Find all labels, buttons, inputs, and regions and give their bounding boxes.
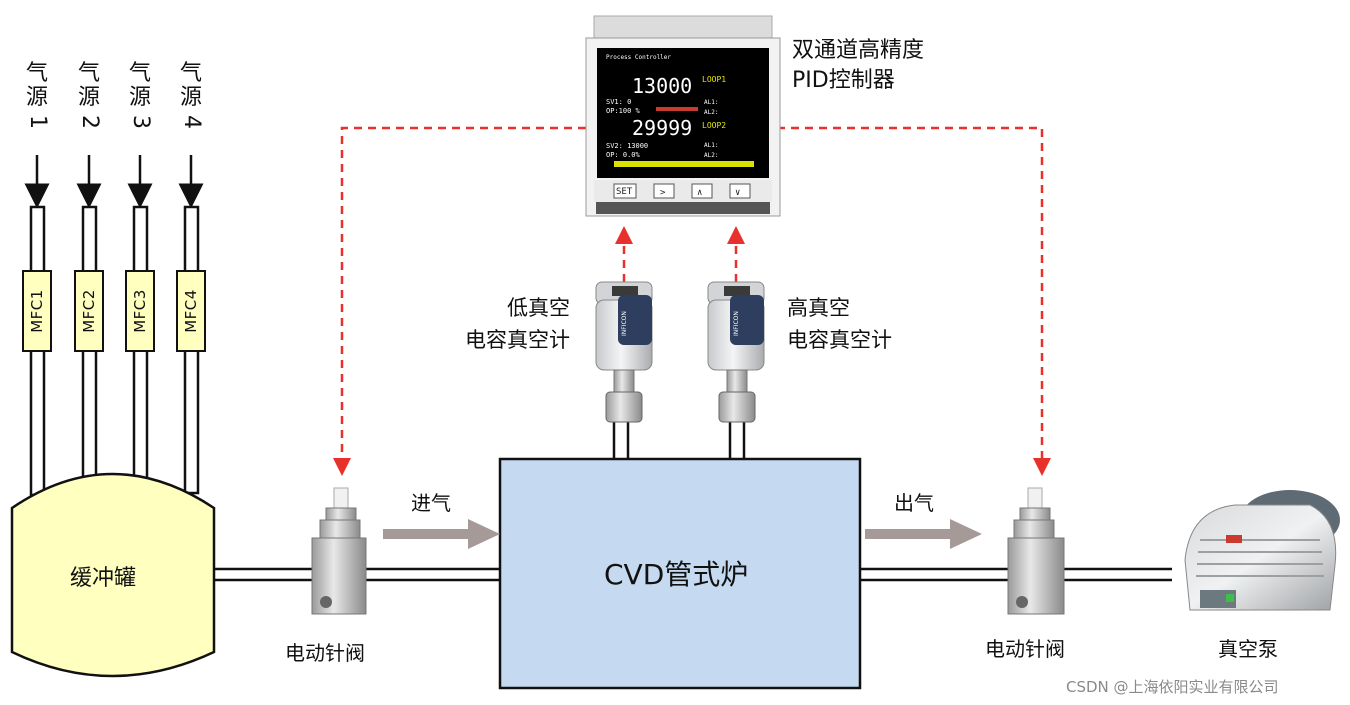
main-pipes bbox=[214, 422, 1172, 582]
outlet-label: 出气 bbox=[894, 491, 934, 515]
controller-label: 双通道高精度 PID控制器 bbox=[792, 36, 924, 96]
controller-label-line2: PID控制器 bbox=[792, 68, 895, 93]
mfc-4: MFC4 bbox=[176, 270, 206, 352]
screen-op2: OP: 0.0% bbox=[606, 151, 641, 159]
controller-label-line1: 双通道高精度 bbox=[792, 38, 925, 63]
gas-source-2-char: 源 bbox=[77, 85, 100, 110]
mfc-2-label: MFC2 bbox=[80, 289, 98, 333]
gas-source-1-char: 源 bbox=[25, 85, 48, 110]
screen-al2b: AL2: bbox=[704, 152, 718, 159]
gas-source-4: 气 源 4 bbox=[178, 62, 204, 134]
gas-pipes bbox=[29, 205, 200, 497]
gas-arrows bbox=[24, 155, 204, 209]
signal-lines bbox=[340, 126, 1044, 460]
vacuum-pump-graphic bbox=[1184, 490, 1340, 611]
gauge-high-brand: INFICON bbox=[733, 311, 740, 336]
mfc-1: MFC1 bbox=[22, 270, 52, 352]
pid-screen-text: Process Controller 13000 LOOP1 SV1: 0 OP… bbox=[606, 54, 751, 199]
gauge-low-line2: 电容真空计 bbox=[465, 328, 570, 352]
pid-button-down: ∨ bbox=[735, 188, 740, 198]
gauge-low-graphic bbox=[595, 281, 653, 423]
screen-header: Process Controller bbox=[606, 54, 671, 61]
gas-source-1: 气 源 1 bbox=[24, 62, 50, 134]
screen-sv1: SV1: 0 bbox=[606, 98, 631, 106]
gauge-low-label: 低真空 电容真空计 bbox=[444, 292, 570, 356]
mfc-2: MFC2 bbox=[74, 270, 104, 352]
mfc-1-label: MFC1 bbox=[28, 289, 46, 333]
gauge-low-line1: 低真空 bbox=[507, 296, 570, 320]
gauge-low-brand: INFICON bbox=[621, 311, 628, 336]
screen-value2: 29999 bbox=[632, 116, 692, 140]
pump-label: 真空泵 bbox=[1218, 637, 1278, 661]
gas-source-4-char: 源 bbox=[179, 85, 202, 110]
needle-valve-in-graphic bbox=[311, 487, 367, 615]
gauge-high-graphic bbox=[707, 281, 765, 423]
gas-source-2: 气 源 2 bbox=[76, 62, 102, 134]
gas-source-1-char: 气 bbox=[25, 61, 48, 86]
gas-source-3-char: 源 bbox=[128, 85, 151, 110]
pid-button-set: SET bbox=[616, 187, 633, 197]
pid-button-next: > bbox=[660, 188, 666, 198]
mfc-3: MFC3 bbox=[125, 270, 155, 352]
signal-arrowheads bbox=[333, 226, 1051, 476]
mfc-3-label: MFC3 bbox=[131, 289, 149, 333]
gauge-high-line2: 电容真空计 bbox=[787, 328, 892, 352]
furnace-label: CVD管式炉 bbox=[604, 558, 749, 591]
screen-al1: AL1: bbox=[704, 99, 718, 106]
valve-in-label: 电动针阀 bbox=[285, 641, 365, 665]
watermark: CSDN @上海依阳实业有限公司 bbox=[1066, 678, 1279, 696]
screen-al2: AL2: bbox=[704, 109, 718, 116]
gas-source-4-num: 4 bbox=[179, 115, 204, 129]
gas-source-2-num: 2 bbox=[77, 115, 102, 129]
screen-value1: 13000 bbox=[632, 74, 692, 98]
screen-op1: OP:100 % bbox=[606, 107, 641, 115]
gauge-high-line1: 高真空 bbox=[787, 296, 850, 320]
gas-source-4-char: 气 bbox=[179, 61, 202, 86]
gas-source-3-num: 3 bbox=[128, 115, 153, 129]
gas-source-1-num: 1 bbox=[25, 115, 50, 129]
gas-source-3-char: 气 bbox=[128, 61, 151, 86]
screen-loop1: LOOP1 bbox=[702, 75, 726, 84]
gas-source-2-char: 气 bbox=[77, 61, 100, 86]
gauge-high-label: 高真空 电容真空计 bbox=[787, 292, 892, 356]
screen-al1b: AL1: bbox=[704, 142, 718, 149]
gas-source-3: 气 源 3 bbox=[127, 62, 153, 134]
inlet-label: 进气 bbox=[411, 491, 451, 515]
pid-button-up: ∧ bbox=[697, 188, 702, 198]
pid-buttons: SET > ∧ ∨ bbox=[613, 183, 751, 199]
needle-valve-out-graphic bbox=[1007, 487, 1065, 615]
flow-arrows bbox=[383, 519, 982, 549]
screen-loop2: LOOP2 bbox=[702, 121, 726, 130]
screen-sv2: SV2: 13000 bbox=[606, 142, 648, 150]
cvd-furnace bbox=[498, 457, 862, 690]
valve-out-label: 电动针阀 bbox=[985, 637, 1065, 661]
mfc-4-label: MFC4 bbox=[182, 289, 200, 333]
buffer-tank-label: 缓冲罐 bbox=[70, 566, 137, 591]
